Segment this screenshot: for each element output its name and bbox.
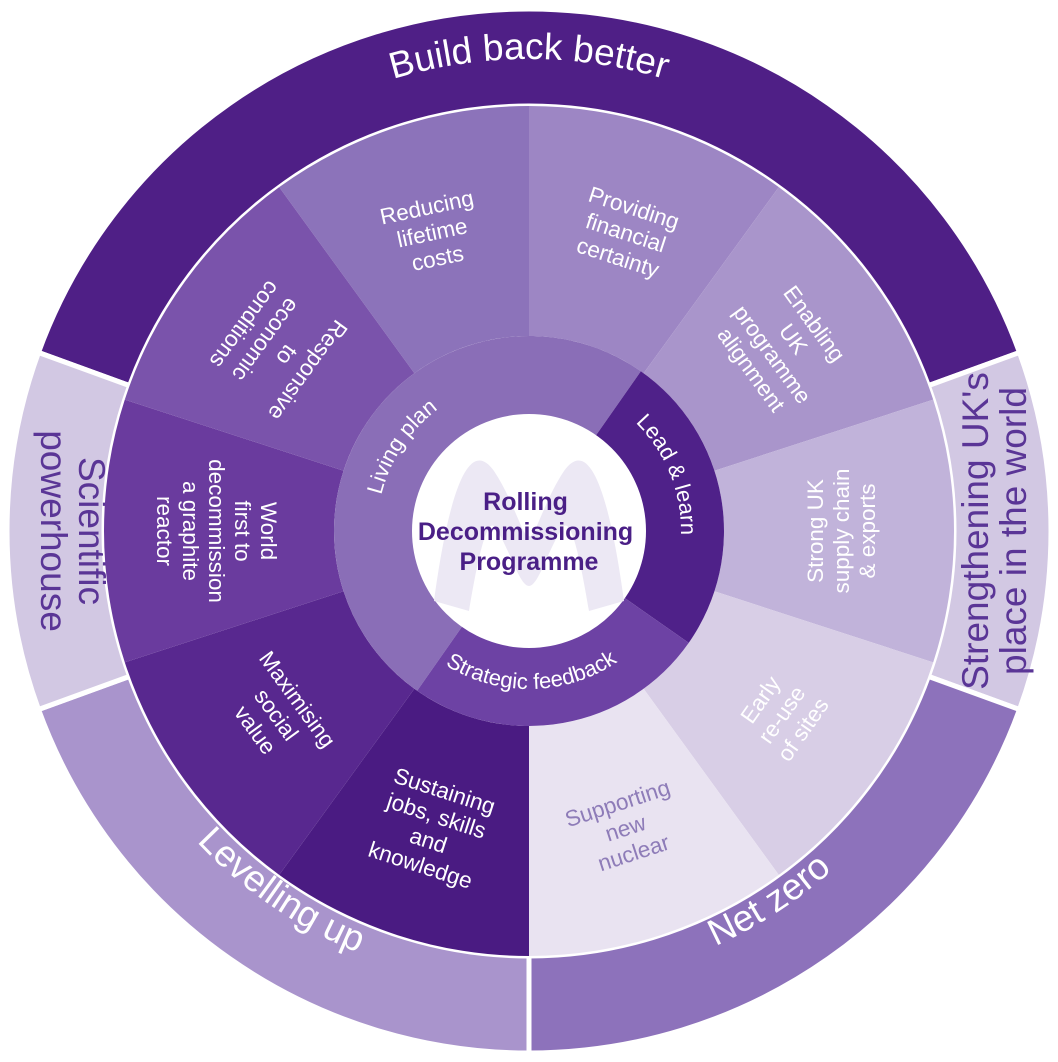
center-title-line-2: Decommissioning — [418, 518, 633, 546]
middle-label: Reducinglifetimecosts — [378, 185, 487, 280]
middle-segment — [104, 399, 344, 663]
outer-label-strengthening: Strengthening UK'splace in the world — [955, 372, 1034, 690]
middle-segment — [124, 187, 415, 471]
middle-segment — [529, 688, 779, 956]
center-title: Rolling Decommissioning Programme — [418, 488, 640, 576]
center-title-line-3: Programme — [460, 548, 599, 576]
middle-segment — [714, 399, 955, 663]
middle-ring: ReducinglifetimecostsProvidingfinancialc… — [104, 106, 955, 956]
middle-segment — [124, 591, 415, 875]
outer-label-scientific-powerhouse: Scientificpowerhouse — [33, 430, 112, 632]
center-title-line-1: Rolling — [483, 488, 568, 516]
inner-segment — [417, 596, 689, 726]
middle-segment — [279, 106, 529, 374]
center-hub: Rolling Decommissioning Programme — [412, 414, 646, 648]
middle-label: Strong UKsupply chain& exports — [803, 468, 880, 593]
middle-segment — [279, 688, 529, 956]
middle-segment — [643, 591, 934, 875]
middle-label: Worldfirst todecommissiona graphitereact… — [152, 459, 281, 603]
middle-segment — [529, 106, 779, 374]
inner-segment — [594, 371, 724, 643]
inner-segment — [334, 335, 641, 691]
nda-logo-watermark — [434, 460, 624, 611]
middle-segment — [643, 187, 934, 471]
